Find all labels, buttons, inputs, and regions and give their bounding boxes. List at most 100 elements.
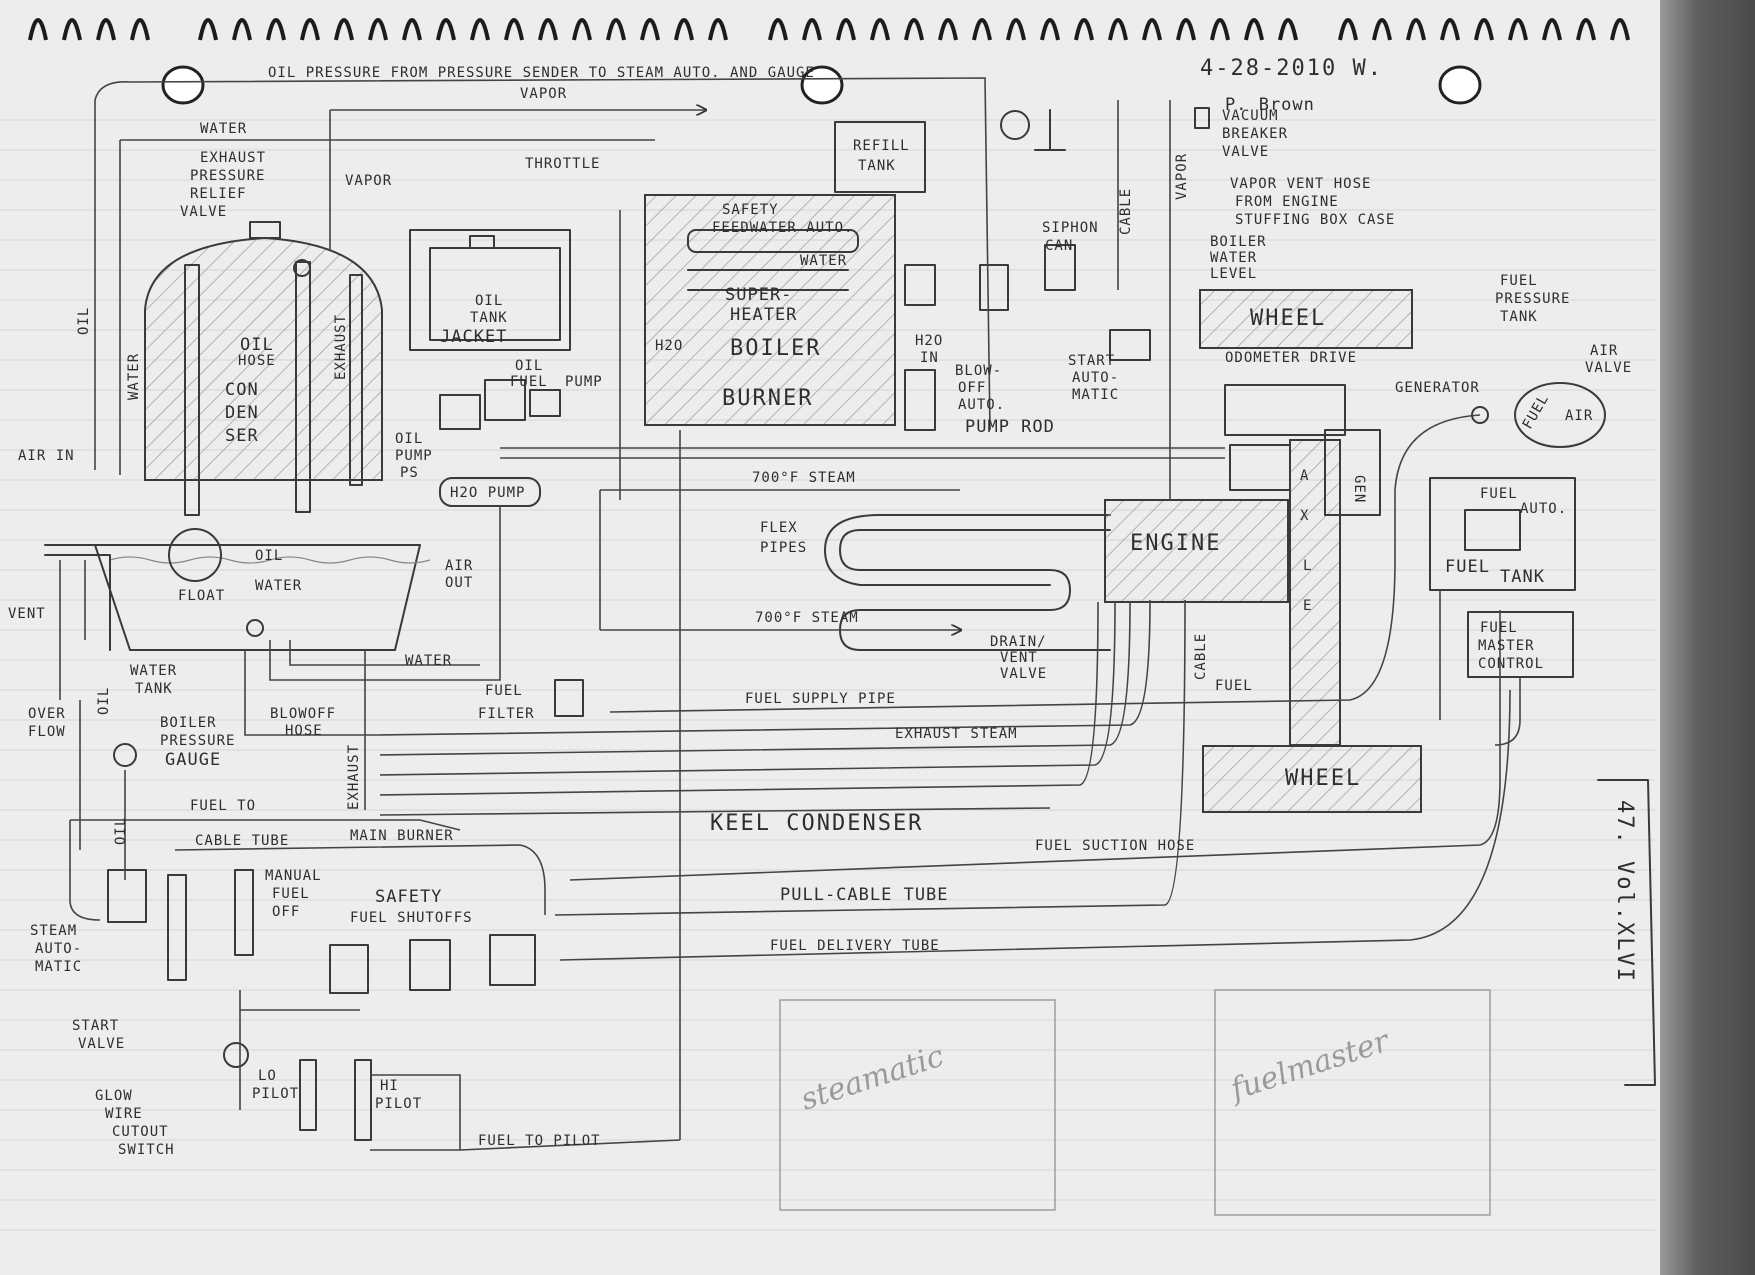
label-h2o-in-2: IN [920,350,939,366]
label-drain-vent-2: VENT [1000,650,1038,666]
label-drain-vent-3: VALVE [1000,666,1047,682]
label-throttle: THROTTLE [525,156,600,172]
label-start-automatic-1: START [1068,353,1115,369]
label-air-in: AIR IN [18,448,75,464]
label-fuel-tank-2: TANK [1500,567,1545,587]
label-exhaust-relief-4: VALVE [180,204,227,220]
label-steam-700-bottom: 700°F STEAM [755,610,859,626]
label-wheel-top: WHEEL [1250,306,1326,331]
label-fuel-master-2: MASTER [1478,638,1535,654]
wheels-axle [1199,289,1422,813]
pump-block [439,379,561,507]
label-manual-fuel-off-2: FUEL [272,886,310,902]
label-fuel-pressure-tank-3: TANK [1500,309,1538,325]
valve-cluster [904,107,1210,431]
label-refill-tank-1: REFILL [853,138,910,154]
label-fuel-tank-1: FUEL [1445,557,1490,577]
label-pull-cable-tube: PULL-CABLE TUBE [780,885,949,905]
label-lo-pilot-2: PILOT [252,1086,299,1102]
label-fuel-delivery-tube: FUEL DELIVERY TUBE [770,938,940,954]
label-exhaust: EXHAUST [333,314,349,380]
label-start-valve-2: VALVE [78,1036,125,1052]
label-water-tank-2: TANK [135,681,173,697]
label-glow-wire-1: GLOW [95,1088,133,1104]
label-drain-vent-1: DRAIN/ [990,634,1047,650]
faint-boxes [779,989,1491,1216]
label-flex-pipes-1: FLEX [760,520,798,536]
label-oil-lower: OIL [113,817,129,845]
label-steam-700-top: 700°F STEAM [752,470,856,486]
label-axle-l: L [1303,558,1312,574]
label-oil-line: OIL [515,358,543,374]
label-h2o-pump: H2O PUMP [450,485,525,501]
label-blowoff-hose-1: BLOWOFF [270,706,336,722]
label-engine: ENGINE [1130,531,1221,556]
label-oil-pump-2: PUMP [395,448,433,464]
label-manual-fuel-off-3: OFF [272,904,300,920]
label-super-heater-1: SUPER- [725,285,792,305]
label-vacuum-breaker-3: VALVE [1222,144,1269,160]
label-oil-left: OIL [76,307,92,335]
label-gen: GEN [1351,475,1367,503]
label-oil-pump-1: OIL [395,431,423,447]
page-tag: 47. Vol.XLVI [1597,779,1656,1086]
label-author: P. Brown [1225,95,1315,115]
label-fuel-right: FUEL [1215,678,1253,694]
label-wheel-bottom: WHEEL [1285,766,1361,791]
label-blowoff-auto-2: OFF [958,380,986,396]
label-boiler: BOILER [730,336,821,361]
label-hi-pilot-2: PILOT [375,1096,422,1112]
label-air-out-2: OUT [445,575,473,591]
water-tank [44,528,431,651]
label-start-automatic-2: AUTO- [1072,370,1119,386]
engine [1104,499,1289,603]
label-hi-pilot-1: HI [380,1078,399,1094]
label-siphon-can-1: SIPHON [1042,220,1099,236]
label-start-automatic-3: MATIC [1072,387,1119,403]
label-bpg-1: BOILER [160,715,217,731]
label-glow-wire-4: SWITCH [118,1142,175,1158]
label-safety-fuel-shutoffs-1: SAFETY [375,887,442,907]
label-exhaust-relief-3: RELIEF [190,186,247,202]
label-fuel-filter-2: FILTER [478,706,535,722]
label-start-valve-1: START [72,1018,119,1034]
label-safety-fuel-shutoffs-2: FUEL SHUTOFFS [350,910,473,926]
label-axle-a: A [1300,468,1309,484]
label-safety-feedwater-2: FEEDWATER AUTO. [712,220,853,236]
label-main-burner: MAIN BURNER [350,828,454,844]
label-lo-pilot-1: LO [258,1068,277,1084]
label-fuel-supply-pipe: FUEL SUPPLY PIPE [745,691,896,707]
label-boiler-water-level-2: WATER [1210,250,1257,266]
label-vapor-top: VAPOR [520,86,567,102]
label-condenser-3: CON [225,380,259,400]
label-steam-automatic-2: AUTO- [35,941,82,957]
label-steam-automatic-3: MATIC [35,959,82,975]
label-condenser-2: HOSE [238,353,276,369]
label-vapor-vent-2: FROM ENGINE [1235,194,1339,210]
page-shadow [1660,0,1755,1275]
label-water-tank-1: WATER [130,663,177,679]
label-exhaust-lower: EXHAUST [346,744,362,810]
label-cable-tube: CABLE TUBE [195,833,289,849]
label-oil-tank-1: OIL [475,293,503,309]
label-flex-pipes-2: PIPES [760,540,807,556]
binding-holes [161,65,1482,105]
label-water-top: WATER [200,121,247,137]
label-axle-e: E [1303,598,1312,614]
label-fuel-pump-2: PUMP [565,374,603,390]
label-fuel-master-1: FUEL [1480,620,1518,636]
label-overflow-2: FLOW [28,724,66,740]
label-ps: PS [400,465,419,481]
label-h2o: H2O [655,338,683,354]
piping [59,77,1521,1151]
label-axle-x: X [1300,508,1309,524]
label-water-left: WATER [126,353,142,400]
label-bpg-2: PRESSURE [160,733,235,749]
label-water-boiler: WATER [800,253,847,269]
label-oil-mid: OIL [96,687,112,715]
label-boiler-water-level-3: LEVEL [1210,266,1257,282]
label-condenser-4: DEN [225,403,259,423]
fuel-controls [107,743,536,1141]
label-vent: VENT [8,606,46,622]
